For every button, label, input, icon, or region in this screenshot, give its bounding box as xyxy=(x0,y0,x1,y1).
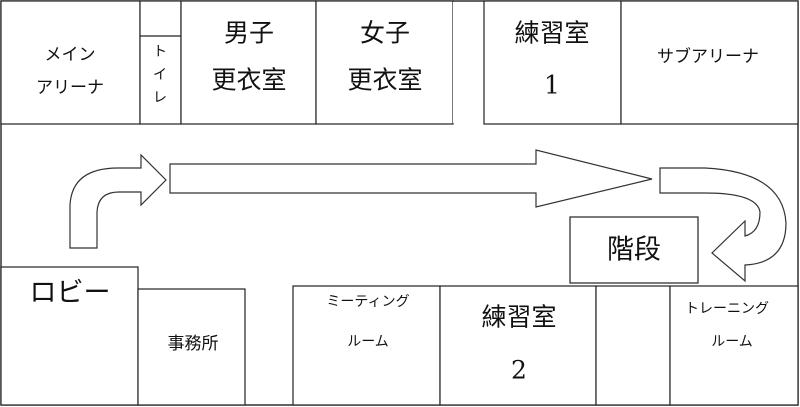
womens-locker-label-1: 女子 xyxy=(360,19,410,48)
stairs-label: 階段 xyxy=(607,235,661,266)
room-womens-locker[interactable]: 女子 更衣室 xyxy=(315,0,454,125)
womens-locker-label-2: 更衣室 xyxy=(347,66,422,95)
room-training[interactable]: トレーニング ルーム xyxy=(669,285,799,406)
office-label: 事務所 xyxy=(168,334,219,354)
room-stairs[interactable]: 階段 xyxy=(569,216,699,284)
practice-room-1-number: 1 xyxy=(544,71,560,100)
room-meeting[interactable]: ミーティング ルーム xyxy=(292,285,441,406)
sub-arena-label: サブアリーナ xyxy=(657,46,759,67)
room-lobby[interactable]: ロビー xyxy=(0,266,139,406)
route-arrow-right xyxy=(169,149,653,208)
main-arena-label-1: メイン xyxy=(45,45,96,65)
route-arrow-turn-down xyxy=(659,167,787,283)
toilet-label-3: レ xyxy=(153,90,167,106)
room-sub-arena[interactable]: サブアリーナ xyxy=(620,0,799,125)
mens-locker-label-1: 男子 xyxy=(224,19,274,48)
room-mens-locker[interactable]: 男子 更衣室 xyxy=(180,0,317,125)
toilet-label-2: イ xyxy=(153,67,167,83)
lobby-label: ロビー xyxy=(30,278,111,309)
practice-room-1-label: 練習室 xyxy=(514,19,589,48)
training-room-label-2: ルーム xyxy=(711,334,753,350)
meeting-room-label-2: ルーム xyxy=(347,334,389,350)
practice-room-2-label: 練習室 xyxy=(481,303,556,332)
mens-locker-label-2: 更衣室 xyxy=(211,66,286,95)
room-practice-2[interactable]: 練習室 2 xyxy=(439,285,597,406)
main-arena-label-2: アリーナ xyxy=(36,78,104,98)
room-practice-1[interactable]: 練習室 1 xyxy=(483,0,622,125)
route-arrow-up-right xyxy=(69,153,167,249)
room-main-arena[interactable]: メイン アリーナ xyxy=(0,0,141,125)
room-toilet[interactable]: ト イ レ xyxy=(139,0,182,125)
toilet-label-1: ト xyxy=(153,44,167,60)
practice-room-2-number: 2 xyxy=(511,356,527,385)
meeting-room-label-1: ミーティング xyxy=(326,294,409,310)
room-office[interactable]: 事務所 xyxy=(137,288,246,406)
training-room-label-1: トレーニング xyxy=(685,301,769,317)
room-storage xyxy=(595,285,671,406)
